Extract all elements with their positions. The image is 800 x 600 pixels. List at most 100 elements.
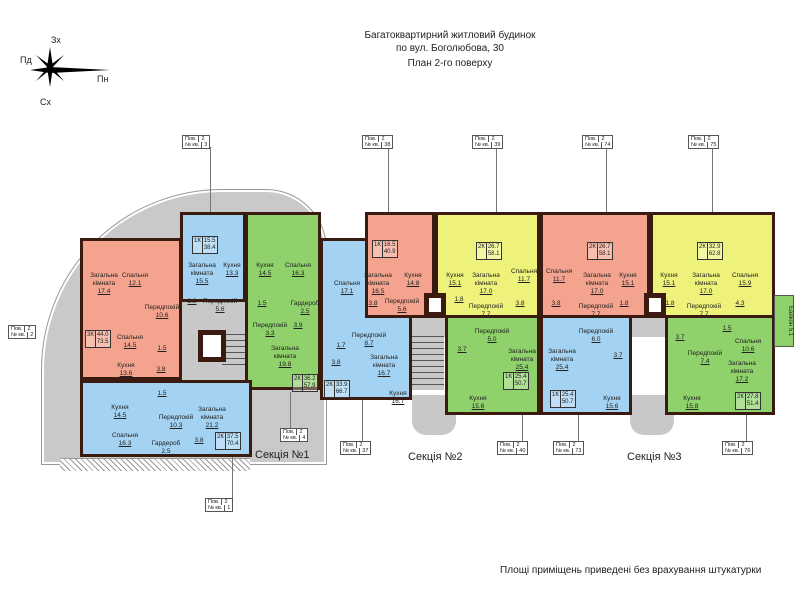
tag-floor-value: 2 <box>516 442 520 448</box>
room-label: 3.8 <box>175 437 223 445</box>
room-area: 15.8 <box>685 403 699 410</box>
tag-floor-label: Пов. <box>9 326 26 332</box>
apartment-76[interactable] <box>665 315 775 415</box>
room-name: Передпокій <box>687 350 723 357</box>
room-area: 1.5 <box>722 325 732 332</box>
tag-apt-label: № кв. <box>9 332 29 338</box>
tag-floor-row: Пов.2 <box>723 442 752 448</box>
apartment-38[interactable] <box>365 212 435 318</box>
apartment-1[interactable] <box>80 380 252 457</box>
tag-apt-value: 4 <box>302 435 306 441</box>
total-area: 50.7 <box>514 381 527 387</box>
room-name: Загальна кімната <box>548 348 576 363</box>
total-area: 50.7 <box>561 399 574 405</box>
tag-floor-label: Пов. <box>183 136 200 142</box>
room-name: Передпокій <box>384 298 420 305</box>
total-area: 38.4 <box>203 245 216 251</box>
tag-floor-value: 2 <box>601 136 605 142</box>
apartment-40[interactable] <box>445 315 540 415</box>
apartment-4[interactable] <box>245 212 321 390</box>
tag-apt-label: № кв. <box>723 448 743 454</box>
room-name: Передпокій <box>202 298 238 305</box>
room-area: 15.6 <box>471 403 485 410</box>
tag-apt-label: № кв. <box>583 142 603 148</box>
tag-apt-value: 37 <box>362 448 369 454</box>
room-area: 1.5 <box>257 300 267 307</box>
tag-floor-value: 2 <box>741 442 745 448</box>
apartment-39[interactable] <box>435 212 540 318</box>
room-area: 17.4 <box>97 288 111 295</box>
apartment-type: 2К <box>588 243 598 259</box>
room-name: Спальня <box>284 262 312 269</box>
room-area: 15.1 <box>621 280 635 287</box>
room-area: 15.1 <box>448 280 462 287</box>
room-area: 5.6 <box>397 306 407 313</box>
room-area: 10.6 <box>155 312 169 319</box>
room-area: 1.8 <box>619 300 629 307</box>
building-title: Багатоквартирний житловий будинок <box>364 30 536 41</box>
tag-floor-label: Пов. <box>363 136 380 142</box>
apartment-73[interactable] <box>540 315 632 415</box>
section-3-label: Секція №3 <box>627 451 682 463</box>
apartment-type: 2К <box>325 381 335 397</box>
room-name: Спальня <box>731 272 759 279</box>
tag-floor-value: 2 <box>201 136 205 142</box>
apartment-75[interactable] <box>650 212 775 318</box>
room-name: Загальна кімната <box>728 360 756 375</box>
tag-apt-value: 38 <box>384 142 391 148</box>
apartment-2[interactable] <box>80 238 182 380</box>
room-name: Передпокій <box>158 414 194 421</box>
room-name: Передпокій <box>351 332 387 339</box>
room-label: 3.8 <box>532 300 580 308</box>
room-name: Спальня <box>545 268 573 275</box>
tag-apt-label: № кв. <box>341 448 361 454</box>
room-name: Передпокій <box>474 328 510 335</box>
apartment-3[interactable] <box>180 212 246 302</box>
room-name: Кухня <box>603 395 621 402</box>
room-name: Кухня <box>660 272 678 279</box>
compass-west: Пд <box>20 55 32 65</box>
room-label: 1.5 <box>138 390 186 398</box>
compass-east: Пн <box>97 74 109 84</box>
room-name: Кухня <box>223 262 241 269</box>
room-area: 16.7 <box>391 398 405 405</box>
room-name: Гардероб <box>290 300 320 307</box>
compass-south: Сх <box>40 97 51 107</box>
section-2-label: Секція №2 <box>408 451 463 463</box>
room-area: 3.7 <box>457 346 467 353</box>
apartment-type: 2К <box>293 375 303 391</box>
leader-line <box>606 147 607 212</box>
tag-floor-row: Пов.2 <box>9 326 35 332</box>
total-area: 51.4 <box>746 401 759 407</box>
total-area: 66.7 <box>335 389 348 395</box>
room-area: 17.1 <box>340 288 354 295</box>
apartment-type: 2К <box>698 243 708 259</box>
tag-apt-value: 39 <box>494 142 501 148</box>
room-area: 13.3 <box>225 270 239 277</box>
balcony-area: 5.1 <box>787 327 793 337</box>
